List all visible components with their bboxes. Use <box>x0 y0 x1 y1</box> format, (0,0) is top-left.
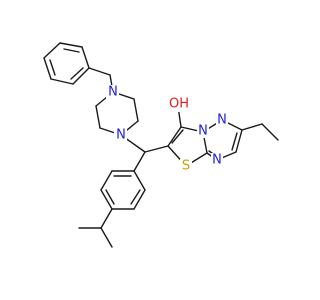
bond <box>50 78 74 85</box>
bond <box>144 145 169 153</box>
double-bond-inner <box>130 189 141 205</box>
ethyl-group <box>241 123 279 141</box>
atom-label-n-bridge: N <box>198 124 208 139</box>
bond <box>100 208 113 229</box>
bond <box>59 42 83 48</box>
atom-label-hydroxyl: OH <box>169 97 189 112</box>
benzene-ring-benzyl <box>43 42 90 85</box>
molecule-structure: N N OH N N N S <box>43 42 279 248</box>
bond <box>133 170 146 191</box>
label-bg <box>216 113 228 127</box>
bond <box>100 227 113 248</box>
double-bond-inner <box>70 67 84 80</box>
double-bond-inner <box>105 189 115 205</box>
atom-label-n-piperazine-top: N <box>108 85 118 100</box>
double-bond-inner <box>171 129 184 144</box>
atom-label-n-triazole-4: N <box>212 153 222 168</box>
bond <box>261 123 279 141</box>
label-bg <box>197 124 209 138</box>
bond <box>100 170 113 191</box>
atom-label-n-piperazine-bottom: N <box>116 128 126 143</box>
label-bg <box>169 97 189 112</box>
bond <box>72 67 90 85</box>
bond <box>95 105 101 129</box>
atom-label-sulfur: S <box>182 159 190 174</box>
atom-label-n-triazole-2: N <box>217 113 227 128</box>
atom-labels: N N OH N N N S <box>106 85 228 174</box>
label-bg <box>114 128 127 142</box>
bond <box>241 123 263 131</box>
bond <box>133 189 146 210</box>
isopropyl-group <box>78 208 113 248</box>
benzene-ring-isopropylphenyl <box>100 170 146 210</box>
bond <box>43 57 52 80</box>
bond <box>133 98 139 122</box>
label-bg <box>180 159 192 173</box>
central-methine <box>120 134 169 172</box>
bond <box>235 129 243 153</box>
bond <box>133 151 146 172</box>
bond <box>81 46 90 69</box>
label-bg <box>211 153 223 167</box>
double-bond-inner <box>49 59 56 76</box>
double-bond-inner <box>231 132 238 151</box>
bond <box>167 126 182 147</box>
piperazine-ring <box>88 67 139 136</box>
double-bond-inner <box>63 48 80 53</box>
bond <box>43 42 61 59</box>
bond <box>88 67 111 76</box>
bond <box>100 189 113 210</box>
label-bg <box>106 85 119 99</box>
